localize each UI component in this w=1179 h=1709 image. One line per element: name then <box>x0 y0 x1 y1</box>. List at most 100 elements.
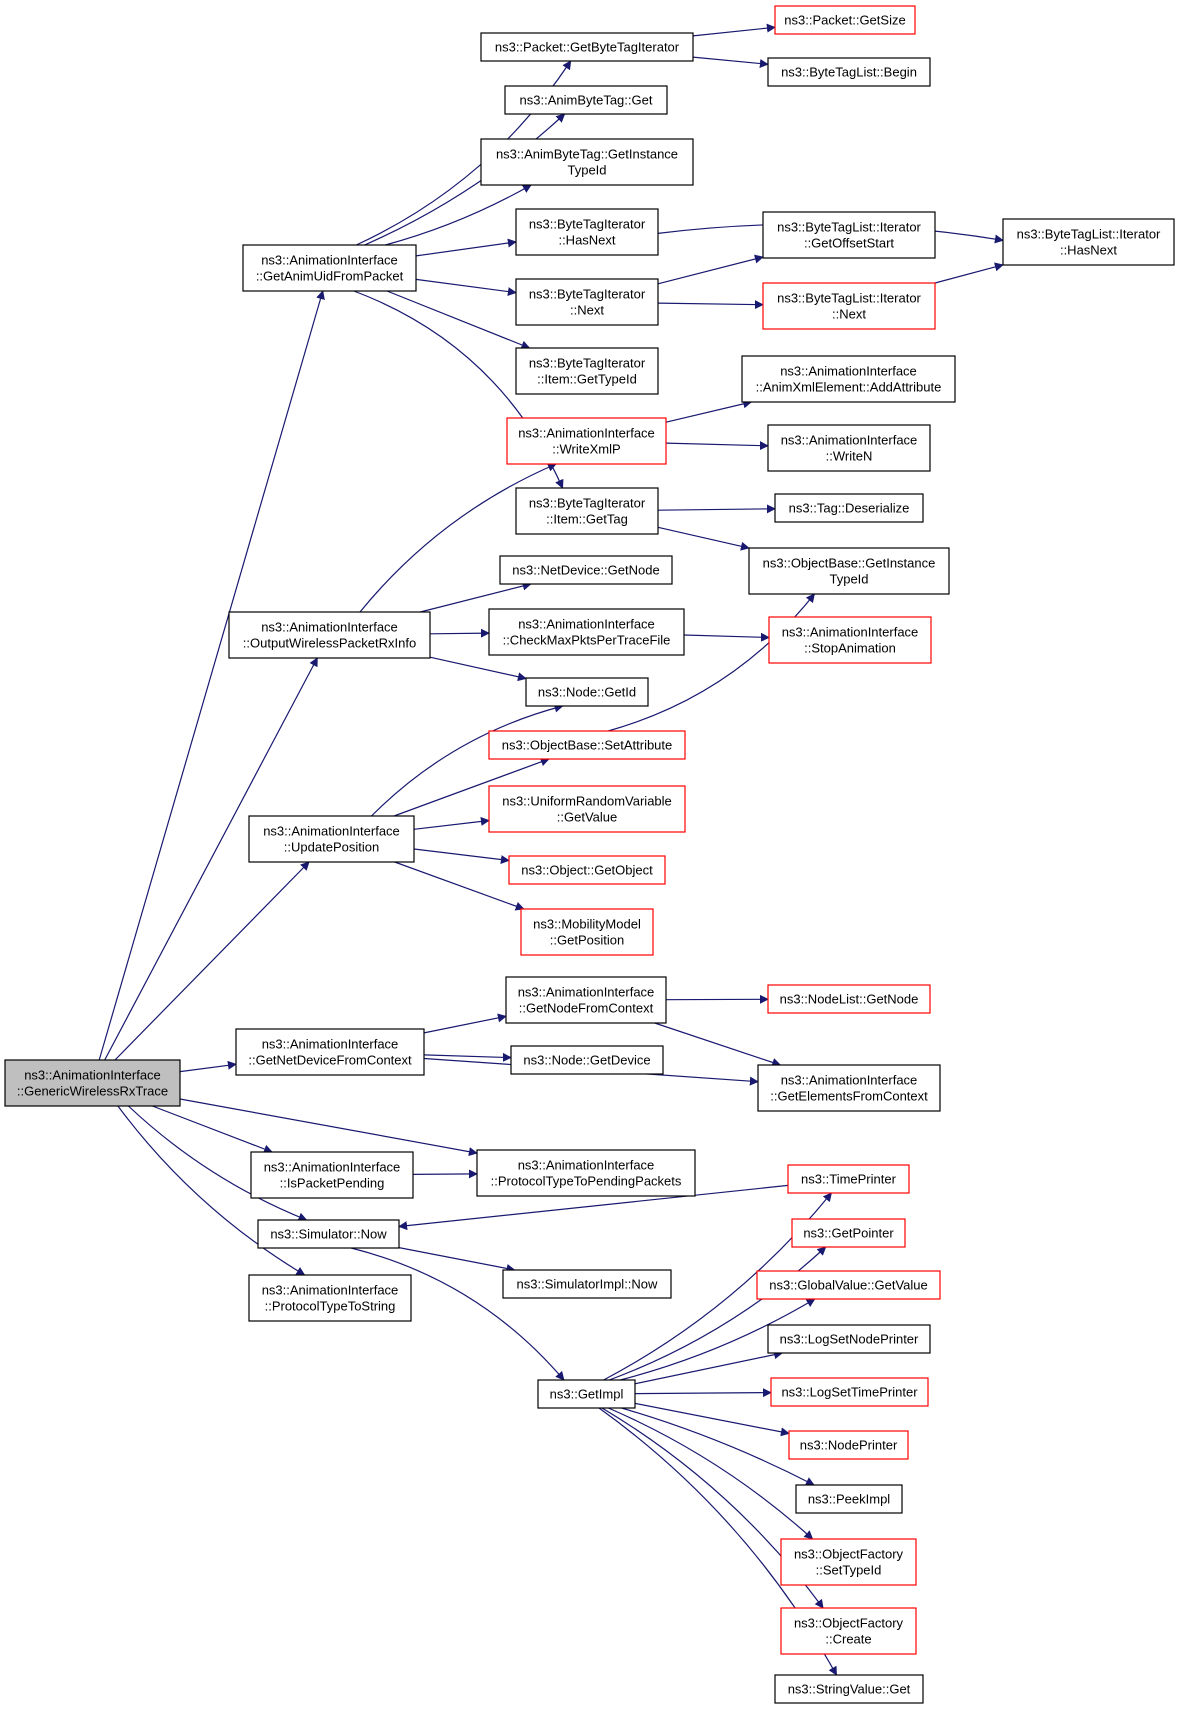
node-nodeGetId[interactable]: ns3::Node::GetId <box>525 677 649 707</box>
node-label: ns3::GetImpl <box>550 1387 624 1402</box>
edge-updatePosition-to-setAttribute <box>393 757 550 817</box>
node-getByteTagIter[interactable]: ns3::Packet::GetByteTagIterator <box>480 32 694 62</box>
node-label: ns3::AnimationInterface <box>518 426 655 441</box>
node-timePrinter[interactable]: ns3::TimePrinter <box>787 1164 910 1194</box>
node-label: ns3::UniformRandomVariable <box>502 794 672 809</box>
node-uniformGetValue[interactable]: ns3::UniformRandomVariable::GetValue <box>488 785 686 833</box>
node-root[interactable]: ns3::AnimationInterface::GenericWireless… <box>4 1059 181 1107</box>
node-box <box>774 5 916 35</box>
node-packetGetSize[interactable]: ns3::Packet::GetSize <box>774 5 916 35</box>
node-btiItemGetTag[interactable]: ns3::ByteTagIterator::Item::GetTag <box>515 487 659 535</box>
node-globalGetValue[interactable]: ns3::GlobalValue::GetValue <box>756 1270 941 1300</box>
node-box <box>480 138 694 186</box>
node-outputWireless[interactable]: ns3::AnimationInterface::OutputWirelessP… <box>228 611 431 659</box>
node-logSetTimePrinter[interactable]: ns3::LogSetTimePrinter <box>770 1377 929 1407</box>
node-stringValueGet[interactable]: ns3::StringValue::Get <box>774 1674 924 1704</box>
node-label: ::Item::GetTag <box>546 512 628 527</box>
node-btiHasNext[interactable]: ns3::ByteTagIterator::HasNext <box>515 208 659 256</box>
node-box <box>537 1379 636 1409</box>
node-label: TypeId <box>567 163 606 178</box>
edge-btiItemGetTag-to-tagDeserialize <box>657 504 776 514</box>
node-label: ns3::AnimationInterface <box>262 1283 399 1298</box>
node-label: ::ProtocolTypeToPendingPackets <box>491 1174 682 1189</box>
node-addAttribute[interactable]: ns3::AnimationInterface::AnimXmlElement:… <box>741 355 956 403</box>
edge-getImpl-to-logSetNodePrinter <box>634 1350 784 1385</box>
node-setAttribute[interactable]: ns3::ObjectBase::SetAttribute <box>488 730 686 760</box>
edge-root-to-simNow <box>127 1105 308 1222</box>
node-label: ::GetOffsetStart <box>804 236 894 251</box>
node-label: ns3::AnimByteTag::GetInstance <box>496 147 678 162</box>
node-protoToPending[interactable]: ns3::AnimationInterface::ProtocolTypeToP… <box>476 1149 696 1197</box>
node-box <box>767 984 931 1014</box>
edge-btiNext-to-btlIterNext <box>657 300 764 310</box>
node-mobilityGetPos[interactable]: ns3::MobilityModel::GetPosition <box>520 908 654 956</box>
node-label: ns3::ObjectFactory <box>794 1616 904 1631</box>
edge-timePrinter-to-simNow <box>398 1184 789 1231</box>
node-stopAnimation[interactable]: ns3::AnimationInterface::StopAnimation <box>768 616 932 664</box>
edge-getAnimUid-to-btiNext <box>415 278 517 297</box>
node-box <box>762 282 936 330</box>
node-label: ::Item::GetTypeId <box>537 372 637 387</box>
edge-root-to-isPacketPending <box>152 1105 273 1154</box>
node-label: ::Create <box>825 1632 871 1647</box>
node-box <box>515 278 659 326</box>
node-updatePosition[interactable]: ns3::AnimationInterface::UpdatePosition <box>248 815 415 863</box>
node-btiNext[interactable]: ns3::ByteTagIterator::Next <box>515 278 659 326</box>
node-label: ns3::ByteTagList::Iterator <box>1017 227 1161 242</box>
edge-getByteTagIter-to-packetGetSize <box>692 23 776 37</box>
node-label: ns3::Simulator::Now <box>270 1227 387 1242</box>
node-btiItemGetTypeId[interactable]: ns3::ByteTagIterator::Item::GetTypeId <box>515 347 659 395</box>
node-getNetDevice[interactable]: ns3::AnimationInterface::GetNetDeviceFro… <box>235 1028 425 1076</box>
edge-layer <box>98 23 1004 1676</box>
node-box <box>770 1377 929 1407</box>
node-label: ns3::LogSetTimePrinter <box>781 1385 918 1400</box>
node-label: ns3::Tag::Deserialize <box>789 501 910 516</box>
edge-updatePosition-to-nodeGetId <box>371 703 564 817</box>
node-netDeviceGetNode[interactable]: ns3::NetDevice::GetNode <box>499 555 673 585</box>
node-simNow[interactable]: ns3::Simulator::Now <box>257 1219 400 1249</box>
node-writeN[interactable]: ns3::AnimationInterface::WriteN <box>767 424 931 472</box>
node-label: ns3::ByteTagIterator <box>529 217 646 232</box>
node-label: ::Next <box>832 307 866 322</box>
node-box <box>748 547 950 595</box>
node-simImplNow[interactable]: ns3::SimulatorImpl::Now <box>502 1269 672 1299</box>
node-nodeGetDevice[interactable]: ns3::Node::GetDevice <box>510 1045 664 1075</box>
node-btlBegin[interactable]: ns3::ByteTagList::Begin <box>767 57 931 87</box>
node-getElements[interactable]: ns3::AnimationInterface::GetElementsFrom… <box>757 1064 941 1112</box>
node-nodeListGetNode[interactable]: ns3::NodeList::GetNode <box>767 984 931 1014</box>
edge-checkMaxPkts-to-stopAnimation <box>683 632 770 642</box>
node-getAnimUid[interactable]: ns3::AnimationInterface::GetAnimUidFromP… <box>242 244 417 292</box>
node-writeXmlP[interactable]: ns3::AnimationInterface::WriteXmlP <box>506 417 667 465</box>
node-label: ::WriteN <box>826 449 873 464</box>
edge-outputWireless-to-netDeviceGetNode <box>420 581 532 613</box>
node-tagDeserialize[interactable]: ns3::Tag::Deserialize <box>774 493 924 523</box>
node-objFactoryCreate[interactable]: ns3::ObjectFactory::Create <box>780 1607 917 1655</box>
edge-getImpl-to-getPointer <box>609 1246 827 1381</box>
node-animByteTagGet[interactable]: ns3::AnimByteTag::Get <box>504 85 668 115</box>
node-getPointer[interactable]: ns3::GetPointer <box>791 1218 906 1248</box>
node-nodePrinter[interactable]: ns3::NodePrinter <box>788 1430 909 1460</box>
node-peekImpl[interactable]: ns3::PeekImpl <box>795 1484 903 1514</box>
node-btlIterNext[interactable]: ns3::ByteTagList::Iterator::Next <box>762 282 936 330</box>
edge-outputWireless-to-nodeGetId <box>429 656 527 682</box>
node-box <box>787 1164 910 1194</box>
node-btlIterGetOffset[interactable]: ns3::ByteTagList::Iterator::GetOffsetSta… <box>762 211 936 259</box>
node-label: ns3::AnimationInterface <box>782 625 919 640</box>
node-getNodeFromContext[interactable]: ns3::AnimationInterface::GetNodeFromCont… <box>505 976 667 1024</box>
edge-outputWireless-to-checkMaxPkts <box>429 628 490 638</box>
node-label: ns3::Node::GetId <box>538 685 636 700</box>
node-getImpl[interactable]: ns3::GetImpl <box>537 1379 636 1409</box>
node-btlIterHasNext[interactable]: ns3::ByteTagList::Iterator::HasNext <box>1002 218 1175 266</box>
node-checkMaxPkts[interactable]: ns3::AnimationInterface::CheckMaxPktsPer… <box>488 608 685 656</box>
node-logSetNodePrinter[interactable]: ns3::LogSetNodePrinter <box>767 1324 931 1354</box>
node-protoToString[interactable]: ns3::AnimationInterface::ProtocolTypeToS… <box>248 1274 412 1322</box>
node-objectGetObject[interactable]: ns3::Object::GetObject <box>508 855 666 885</box>
node-objFactorySetTypeId[interactable]: ns3::ObjectFactory::SetTypeId <box>780 1538 917 1586</box>
node-box <box>756 1270 941 1300</box>
node-box <box>248 815 415 863</box>
node-label: ns3::AnimationInterface <box>261 253 398 268</box>
edge-getImpl-to-logSetTimePrinter <box>634 1388 772 1398</box>
node-isPacketPending[interactable]: ns3::AnimationInterface::IsPacketPending <box>250 1151 414 1199</box>
